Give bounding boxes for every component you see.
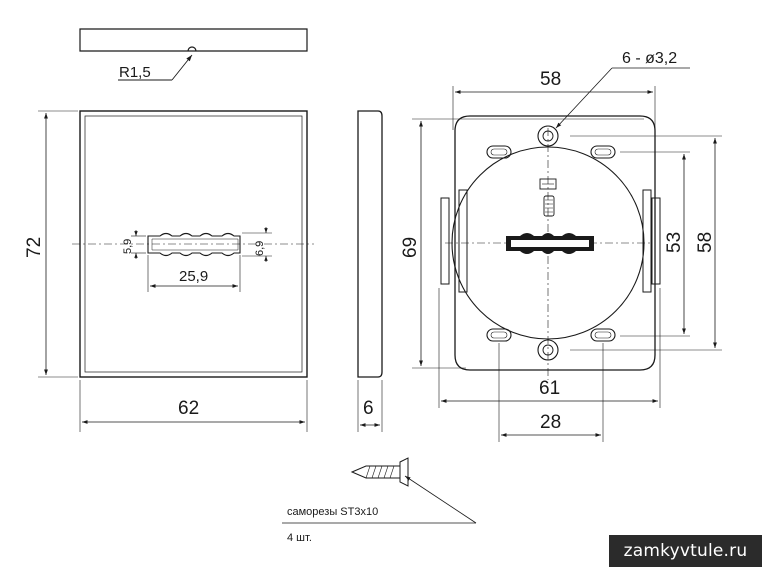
hole-spacing-label: 28 bbox=[540, 412, 561, 433]
key-slot bbox=[147, 232, 241, 257]
mount-height-outer-label: 58 bbox=[695, 232, 716, 253]
side-view bbox=[357, 110, 383, 432]
mount-height-inner-label: 53 bbox=[664, 232, 685, 253]
plate-height-label: 72 bbox=[24, 237, 45, 258]
holes-label: 6 - ø3,2 bbox=[622, 50, 677, 67]
slot-height-left-label: 5,9 bbox=[122, 239, 134, 254]
screw-spec-label: саморезы ST3x10 bbox=[287, 506, 378, 518]
screw-count-label: 4 шт. bbox=[287, 532, 312, 544]
watermark-badge: zamkyvtule.ru bbox=[609, 535, 762, 567]
slot-height-right-label: 6,9 bbox=[254, 241, 266, 256]
radius-label: R1,5 bbox=[119, 64, 151, 81]
mount-height-left-label: 69 bbox=[400, 237, 421, 258]
screw bbox=[282, 457, 477, 524]
mount-bottom-width-label: 61 bbox=[539, 378, 560, 399]
mount-top-width-label: 58 bbox=[540, 69, 561, 90]
side-thickness-label: 6 bbox=[363, 398, 374, 419]
slot-width-label: 25,9 bbox=[179, 268, 208, 285]
mounting-frame bbox=[440, 115, 661, 380]
top-view bbox=[79, 28, 308, 81]
plate-width-label: 62 bbox=[178, 398, 199, 419]
front-plate bbox=[38, 110, 314, 432]
